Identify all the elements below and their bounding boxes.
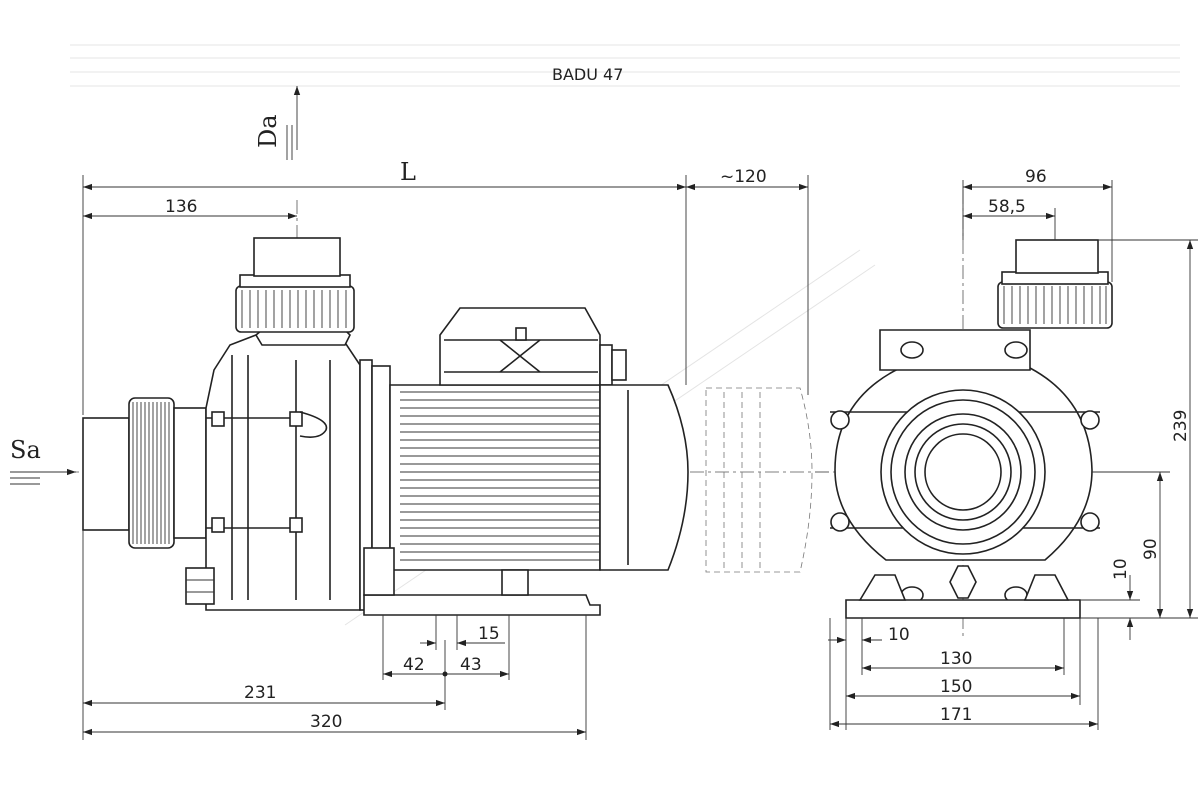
dim-320: 320 bbox=[310, 712, 342, 732]
dim-120: ~120 bbox=[720, 167, 767, 187]
dim-10-vertical: 10 bbox=[1111, 558, 1131, 580]
dim-43: 43 bbox=[460, 655, 482, 675]
dim-136: 136 bbox=[165, 197, 197, 217]
dim-150: 150 bbox=[940, 677, 972, 697]
dim-10-horizontal: 10 bbox=[888, 625, 910, 645]
side-dimensions: L ~120 136 Sa Da 15 42 43 231 3 bbox=[10, 86, 809, 740]
dim-171: 171 bbox=[940, 705, 972, 725]
dim-231: 231 bbox=[244, 683, 276, 703]
dim-42: 42 bbox=[403, 655, 425, 675]
dim-96: 96 bbox=[1025, 167, 1047, 187]
drawing-title: BADU 47 bbox=[552, 65, 623, 84]
label-suction: Sa bbox=[10, 436, 41, 464]
dim-L: L bbox=[400, 158, 416, 186]
dim-15: 15 bbox=[478, 624, 500, 644]
dim-58-5: 58,5 bbox=[988, 197, 1026, 217]
label-discharge: Da bbox=[254, 114, 282, 148]
dim-90: 90 bbox=[1141, 538, 1161, 560]
dim-130: 130 bbox=[940, 649, 972, 669]
front-dimensions: 96 58,5 239 90 10 10 130 150 171 bbox=[828, 167, 1198, 730]
dim-239: 239 bbox=[1171, 410, 1191, 442]
front-view bbox=[815, 190, 1170, 640]
side-view bbox=[40, 200, 830, 616]
